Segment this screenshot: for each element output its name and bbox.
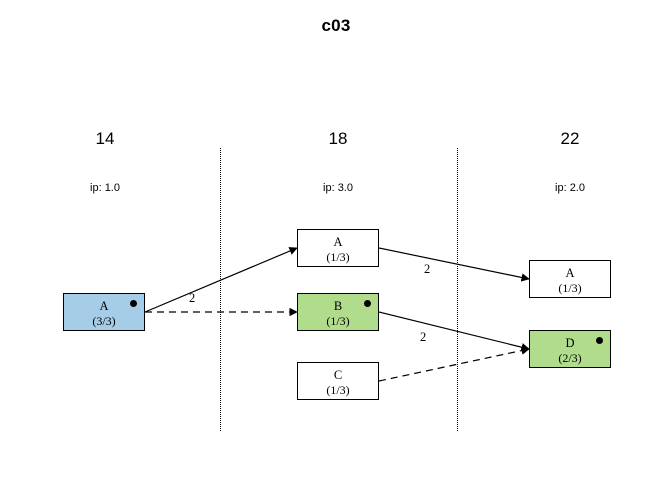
node-label: A <box>333 235 343 249</box>
node-count: (3/3) <box>92 313 116 328</box>
column-time-2: 22 <box>560 129 580 148</box>
column-time-0: 14 <box>95 129 115 148</box>
node-a-col0[interactable]: A (3/3) <box>63 293 145 331</box>
node-label: D <box>565 336 575 350</box>
edge-weight-label: 2 <box>424 262 431 276</box>
node-label: A <box>565 266 575 280</box>
edge-n3-n5 <box>378 346 530 382</box>
edge-n2-n5 <box>378 311 530 352</box>
node-c-col1[interactable]: C (1/3) <box>297 362 379 400</box>
node-count: (2/3) <box>558 350 582 365</box>
node-marker-dot <box>596 337 603 344</box>
node-count: (1/3) <box>326 313 350 328</box>
node-a-col1[interactable]: A (1/3) <box>297 229 379 267</box>
node-marker-dot <box>130 300 137 307</box>
column-divider-2 <box>457 148 458 431</box>
edge-n1-n4 <box>378 247 530 282</box>
node-count: (1/3) <box>558 280 582 295</box>
node-count: (1/3) <box>326 382 350 397</box>
column-divider-1 <box>220 148 221 431</box>
node-label: B <box>333 299 343 313</box>
node-count: (1/3) <box>326 249 350 264</box>
node-b-col1[interactable]: B (1/3) <box>297 293 379 331</box>
node-label: A <box>99 299 109 313</box>
edge-n0-n1 <box>144 247 298 313</box>
node-label: C <box>333 368 343 382</box>
column-ip-2: ip: 2.0 <box>555 182 585 194</box>
column-ip-0: ip: 1.0 <box>90 182 120 194</box>
column-time-1: 18 <box>328 129 348 148</box>
edge-weight-label: 2 <box>420 330 427 344</box>
diagram-title: c03 <box>321 16 351 35</box>
node-a-col2[interactable]: A (1/3) <box>529 260 611 298</box>
node-marker-dot <box>364 300 371 307</box>
node-d-col2[interactable]: D (2/3) <box>529 330 611 368</box>
edge-weight-label: 2 <box>189 291 196 305</box>
column-ip-1: ip: 3.0 <box>323 182 353 194</box>
